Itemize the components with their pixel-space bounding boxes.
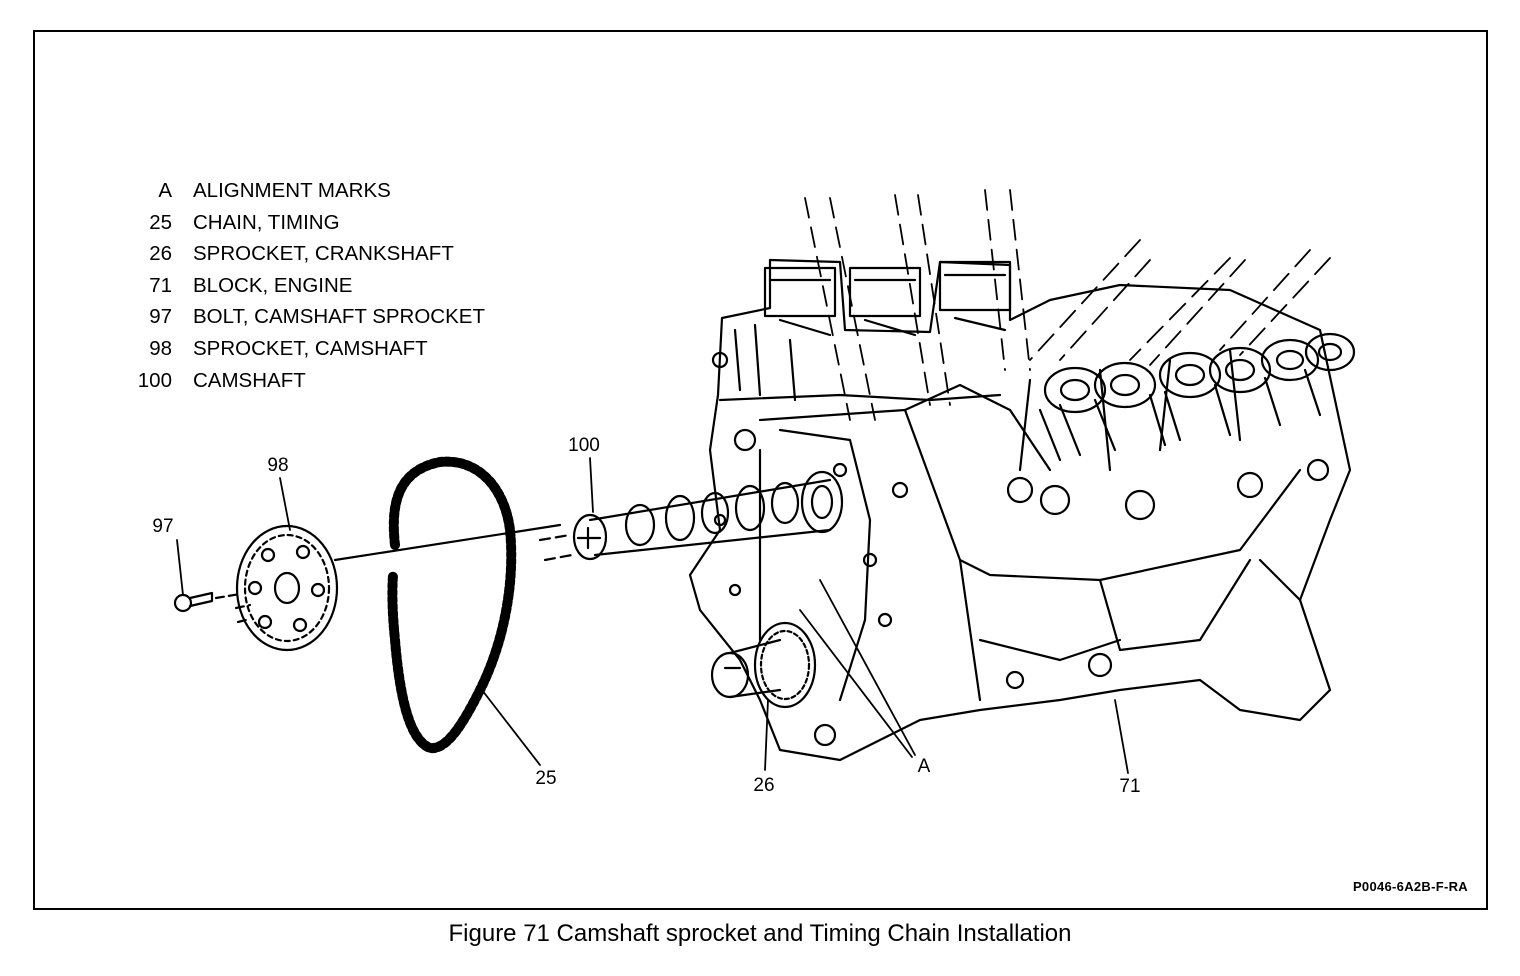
engine-block-drawing <box>688 258 1356 762</box>
legend-description: SPROCKET, CAMSHAFT <box>193 336 428 360</box>
legend-code: 100 <box>137 368 172 392</box>
camshaft-drawing <box>538 470 844 562</box>
callout-98: 98 <box>267 455 289 476</box>
legend-code: 98 <box>149 336 172 360</box>
timing-chain-drawing <box>387 456 517 754</box>
legend-row: 100 CAMSHAFT <box>120 365 485 397</box>
figure-frame <box>33 30 1488 910</box>
legend-description: CHAIN, TIMING <box>193 210 340 234</box>
legend-code: 25 <box>149 210 172 234</box>
legend-row: 71 BLOCK, ENGINE <box>120 270 485 302</box>
legend-description: BLOCK, ENGINE <box>193 273 353 297</box>
legend-code: 26 <box>149 242 172 266</box>
legend-code: A <box>158 179 172 202</box>
camshaft-sprocket-bolt-drawing <box>173 591 252 624</box>
legend-description: BOLT, CAMSHAFT SPROCKET <box>193 305 485 329</box>
figure-caption: Figure 71 Camshaft sprocket and Timing C… <box>448 920 1072 947</box>
pushrod-guide-lines <box>804 189 1331 421</box>
legend-row: 98 SPROCKET, CAMSHAFT <box>120 333 485 365</box>
callout-97: 97 <box>152 516 174 537</box>
callout-25: 25 <box>535 768 557 789</box>
crankshaft-sprocket-drawing <box>710 621 817 709</box>
callout-71: 71 <box>1119 776 1141 797</box>
legend-code: 97 <box>149 305 172 329</box>
legend-description: ALIGNMENT MARKS <box>193 179 391 202</box>
callout-leader-lines <box>176 457 1129 774</box>
legend-row: A ALIGNMENT MARKS <box>120 175 485 207</box>
legend-row: 26 SPROCKET, CRANKSHAFT <box>120 238 485 270</box>
legend-row: 97 BOLT, CAMSHAFT SPROCKET <box>120 301 485 333</box>
figure-id: P0046-6A2B-F-RA <box>1352 879 1468 894</box>
callout-100: 100 <box>568 435 600 456</box>
camshaft-sprocket-drawing <box>235 523 562 652</box>
callout-A: A <box>917 756 931 777</box>
legend-description: SPROCKET, CRANKSHAFT <box>193 242 454 266</box>
callout-26: 26 <box>753 775 775 796</box>
legend-row: 25 CHAIN, TIMING <box>120 207 485 239</box>
legend-description: CAMSHAFT <box>193 368 306 392</box>
legend-code: 71 <box>149 273 172 297</box>
